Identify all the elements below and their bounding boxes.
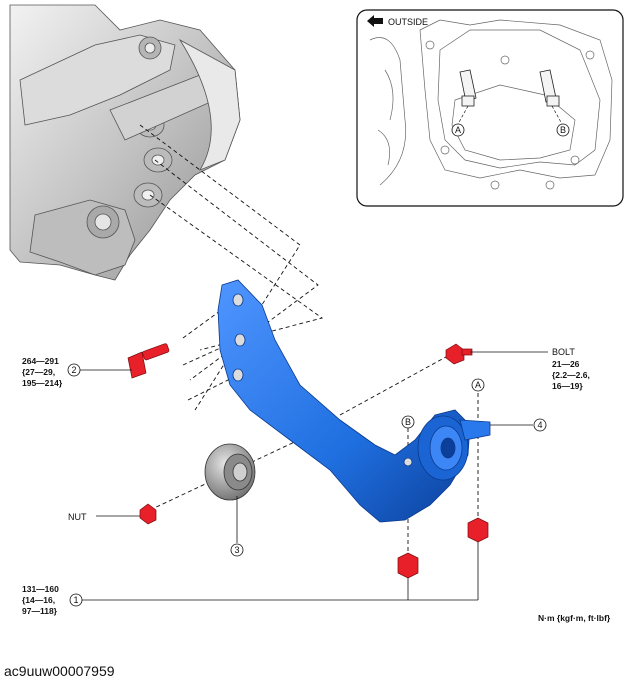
svg-text:B: B — [405, 417, 411, 427]
trailing-arm-removal-diagram: 2 4 3 1 A B 264—291 {27—29, 195—214} BOL… — [9, 4, 624, 623]
svg-text:{2.2—2.6,: {2.2—2.6, — [552, 370, 590, 380]
outside-arrow-icon — [367, 15, 383, 27]
trailing-arm — [217, 279, 491, 523]
nut-b — [397, 552, 419, 579]
suspension-knuckle-illustration — [9, 4, 241, 281]
inset-point-b: B — [556, 123, 570, 137]
svg-text:1: 1 — [73, 595, 78, 605]
svg-text:97—118}: 97—118} — [22, 606, 58, 616]
svg-text:2: 2 — [71, 365, 76, 375]
nut-label: NUT — [68, 512, 87, 522]
svg-text:A: A — [455, 125, 461, 135]
nut-a — [467, 517, 489, 543]
torque-spec-bolt-right: BOLT 21—26 {2.2—2.6, 16—19} — [552, 347, 590, 391]
torque-spec-1: 131—160 {14—16, 97—118} — [22, 584, 59, 616]
callout-a: A — [471, 378, 485, 392]
svg-text:3: 3 — [234, 545, 239, 555]
outside-label: OUTSIDE — [388, 17, 428, 27]
callout-4: 4 — [533, 418, 547, 432]
svg-text:131—160: 131—160 — [22, 584, 59, 594]
svg-text:A: A — [475, 380, 481, 390]
svg-text:195—214}: 195—214} — [22, 378, 63, 388]
bushing — [204, 443, 256, 501]
svg-text:B: B — [560, 125, 566, 135]
leader-lines — [80, 351, 548, 601]
inset-point-a: A — [451, 123, 465, 137]
reference-code: ac9uuw00007959 — [4, 663, 115, 679]
svg-text:BOLT: BOLT — [552, 347, 575, 357]
callout-2: 2 — [67, 363, 81, 377]
bolt-2 — [127, 343, 170, 379]
inset-view: A B OUTSIDE — [356, 9, 624, 207]
nut — [139, 503, 157, 525]
callout-b: B — [401, 415, 415, 429]
callout-3: 3 — [230, 543, 244, 557]
svg-text:{27—29,: {27—29, — [22, 367, 55, 377]
callout-1: 1 — [69, 593, 83, 607]
bolt-right — [445, 343, 473, 365]
svg-text:21—26: 21—26 — [552, 359, 580, 369]
svg-text:16—19}: 16—19} — [552, 381, 583, 391]
svg-text:4: 4 — [537, 420, 542, 430]
svg-text:{14—16,: {14—16, — [22, 595, 55, 605]
torque-units: N·m {kgf·m, ft·lbf} — [538, 613, 611, 623]
svg-text:264—291: 264—291 — [22, 356, 59, 366]
torque-spec-bolt-2: 264—291 {27—29, 195—214} — [22, 356, 63, 388]
